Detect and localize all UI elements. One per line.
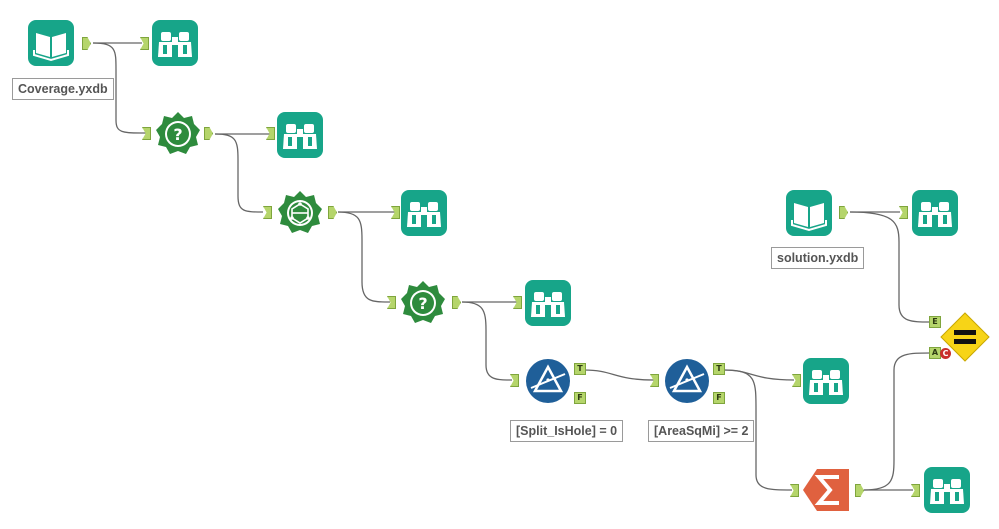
false-output-anchor[interactable]: F: [574, 392, 586, 404]
output-anchor[interactable]: [328, 206, 337, 219]
filter-icon: [665, 359, 709, 403]
browse-tool[interactable]: [277, 112, 323, 158]
binoculars-icon: [912, 190, 958, 236]
poly-split-tool[interactable]: [277, 190, 323, 236]
field-info-tool-1[interactable]: ?: [155, 111, 201, 157]
binoculars-icon: [277, 112, 323, 158]
sigma-icon: [803, 469, 849, 511]
output-anchor[interactable]: [82, 37, 91, 50]
question-gear-icon: ?: [401, 281, 445, 323]
browse-tool[interactable]: [525, 280, 571, 326]
browse-tool[interactable]: [401, 190, 447, 236]
binoculars-icon: [924, 467, 970, 513]
filter-icon: [526, 359, 570, 403]
browse-tool[interactable]: [912, 190, 958, 236]
binoculars-icon: [401, 190, 447, 236]
expected-input-anchor[interactable]: E: [929, 316, 941, 328]
input-data-tool-coverage[interactable]: [28, 20, 74, 66]
tool-annotation-solution: solution.yxdb: [771, 247, 865, 269]
field-info-tool-2[interactable]: ?: [400, 280, 446, 326]
output-anchor[interactable]: [839, 206, 848, 219]
input-data-tool-solution[interactable]: [786, 190, 832, 236]
filter-tool-area[interactable]: [664, 358, 710, 404]
compare-tool[interactable]: [939, 311, 991, 363]
binoculars-icon: [803, 358, 849, 404]
tool-annotation-filter-area: [AreaSqMi] >= 2: [648, 420, 755, 442]
binoculars-icon: [525, 280, 571, 326]
browse-tool[interactable]: [803, 358, 849, 404]
filter-tool-hole[interactable]: [525, 358, 571, 404]
tool-annotation-coverage: Coverage.yxdb: [12, 78, 114, 100]
tool-annotation-filter-hole: [Split_IsHole] = 0: [510, 420, 624, 442]
binoculars-icon: [152, 20, 198, 66]
svg-text:?: ?: [173, 125, 182, 144]
output-anchor[interactable]: [855, 484, 864, 497]
polygon-split-icon: [278, 191, 322, 233]
output-anchor[interactable]: [204, 127, 213, 140]
output-anchor[interactable]: [452, 296, 461, 309]
compare-badge: C: [940, 348, 951, 359]
summarize-tool[interactable]: [803, 467, 849, 513]
browse-tool[interactable]: [924, 467, 970, 513]
browse-tool[interactable]: [152, 20, 198, 66]
true-output-anchor[interactable]: T: [713, 363, 725, 375]
svg-text:?: ?: [418, 294, 427, 313]
true-output-anchor[interactable]: T: [574, 363, 586, 375]
book-icon: [28, 20, 74, 66]
false-output-anchor[interactable]: F: [713, 392, 725, 404]
book-icon: [786, 190, 832, 236]
question-gear-icon: ?: [156, 112, 200, 154]
equals-diamond-icon: [940, 312, 990, 362]
